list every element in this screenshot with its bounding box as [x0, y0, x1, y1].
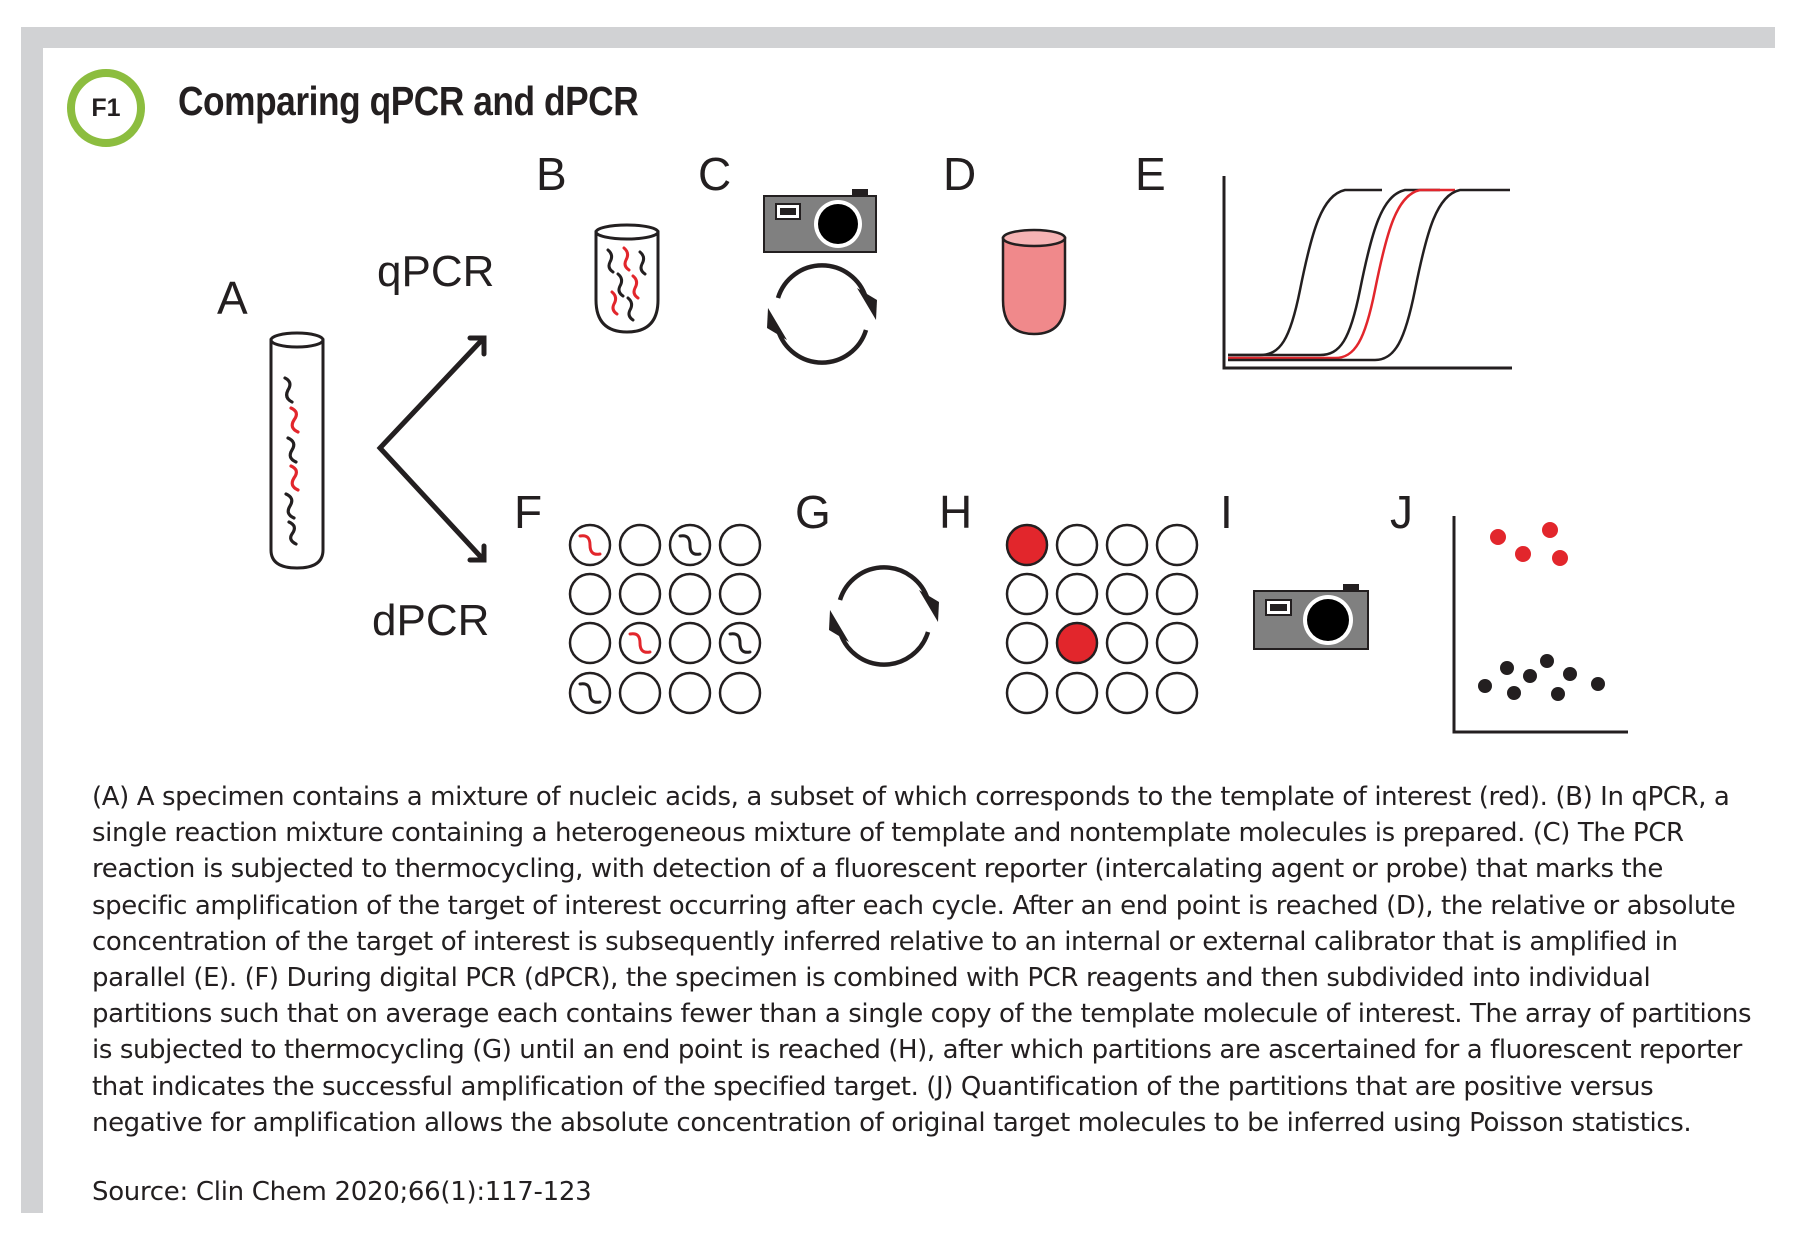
thermocycle-icon-g [829, 565, 939, 667]
label-qpcr: qPCR [377, 247, 494, 296]
label-j: J [1390, 486, 1413, 538]
qpcr-reaction-tube [594, 223, 660, 334]
figure-caption: (A) A specimen contains a mixture of nuc… [92, 779, 1792, 1141]
pcr-diagram: A B C D E F G H I J qPCR dPCR [217, 148, 1628, 734]
label-a: A [217, 272, 248, 324]
frame-left-bar [21, 27, 43, 1213]
label-b: B [536, 148, 567, 200]
label-c: C [698, 148, 731, 200]
caption-line: specific amplification of the target of … [92, 890, 1736, 921]
caption-line: reaction is subjected to thermocycling, … [92, 854, 1663, 885]
label-dpcr: dPCR [372, 596, 489, 645]
label-h: H [939, 486, 972, 538]
camera-icon-i [1253, 584, 1369, 650]
endpoint-tube [1001, 228, 1067, 336]
partition-array-h [1005, 523, 1199, 715]
camera-icon [763, 189, 877, 253]
figure-title: Comparing qPCR and dPCR [178, 78, 639, 124]
thermocycle-icon-c [767, 263, 877, 365]
specimen-tube [269, 331, 325, 570]
caption-line: partitions such that on average each con… [92, 999, 1752, 1030]
caption-line: that indicates the successful amplificat… [92, 1071, 1654, 1102]
amplification-curves [1222, 176, 1512, 370]
frame-top-bar [21, 27, 1775, 48]
caption-line: negative for amplification allows the ab… [92, 1107, 1692, 1138]
label-g: G [795, 486, 831, 538]
label-d: D [943, 148, 976, 200]
figure-badge: F1 [67, 69, 145, 147]
branch-arrows [376, 335, 487, 563]
caption-line: single reaction mixture containing a het… [92, 818, 1684, 849]
caption-line: concentration of the target of interest … [92, 926, 1678, 957]
partition-scatter [1452, 516, 1628, 734]
caption-line: (A) A specimen contains a mixture of nuc… [92, 782, 1730, 812]
label-e: E [1135, 148, 1166, 200]
figure-source: Source: Clin Chem 2020;66(1):117-123 [92, 1177, 592, 1207]
label-f: F [514, 486, 542, 538]
label-i: I [1220, 486, 1233, 538]
partition-templates-f [578, 534, 752, 704]
caption-line: is subjected to thermocycling (G) until … [92, 1035, 1742, 1066]
caption-line: parallel (E). (F) During digital PCR (dP… [92, 963, 1651, 994]
